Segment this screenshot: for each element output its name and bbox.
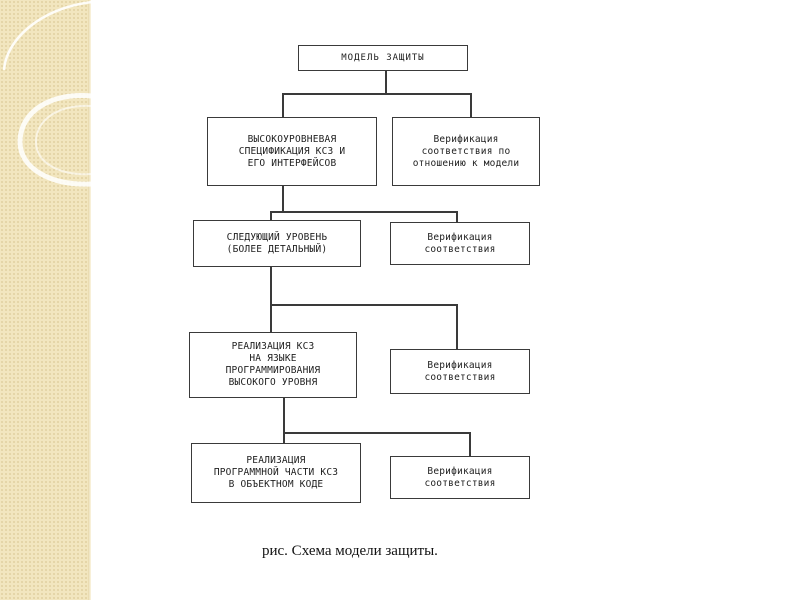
connector: [470, 93, 472, 117]
connector: [282, 186, 284, 211]
connector: [270, 211, 457, 213]
high-level-spec-box: ВЫСОКОУРОВНЕВАЯ СПЕЦИФИКАЦИЯ КСЗ И ЕГО И…: [207, 117, 377, 186]
connector: [282, 93, 471, 95]
object-code-box: РЕАЛИЗАЦИЯ ПРОГРАММНОЙ ЧАСТИ КСЗ В ОБЪЕК…: [191, 443, 361, 503]
connector: [456, 211, 458, 222]
model-title-box: МОДЕЛЬ ЗАЩИТЫ: [298, 45, 468, 71]
figure-caption: рис. Схема модели защиты.: [262, 543, 438, 559]
connector: [270, 211, 272, 220]
connector: [282, 93, 284, 117]
connector: [469, 432, 471, 456]
verification-box-2: Верификация соответствия: [390, 222, 530, 265]
connector: [456, 304, 458, 349]
connector: [283, 432, 470, 434]
connector: [270, 267, 272, 332]
connector: [270, 304, 457, 306]
connector: [385, 70, 387, 93]
high-level-language-box: РЕАЛИЗАЦИЯ КСЗ НА ЯЗЫКЕ ПРОГРАММИРОВАНИЯ…: [189, 332, 357, 398]
side-panel-edge: [88, 0, 91, 600]
verification-box-1: Верификация соответствия по отношению к …: [392, 117, 540, 186]
connector: [283, 398, 285, 443]
decorative-swirl: [2, 0, 92, 187]
decorative-side-panel: [0, 0, 88, 600]
verification-box-3: Верификация соответствия: [390, 349, 530, 394]
verification-box-4: Верификация соответствия: [390, 456, 530, 499]
next-level-box: СЛЕДУЮЩИЙ УРОВЕНЬ (БОЛЕЕ ДЕТАЛЬНЫЙ): [193, 220, 361, 267]
